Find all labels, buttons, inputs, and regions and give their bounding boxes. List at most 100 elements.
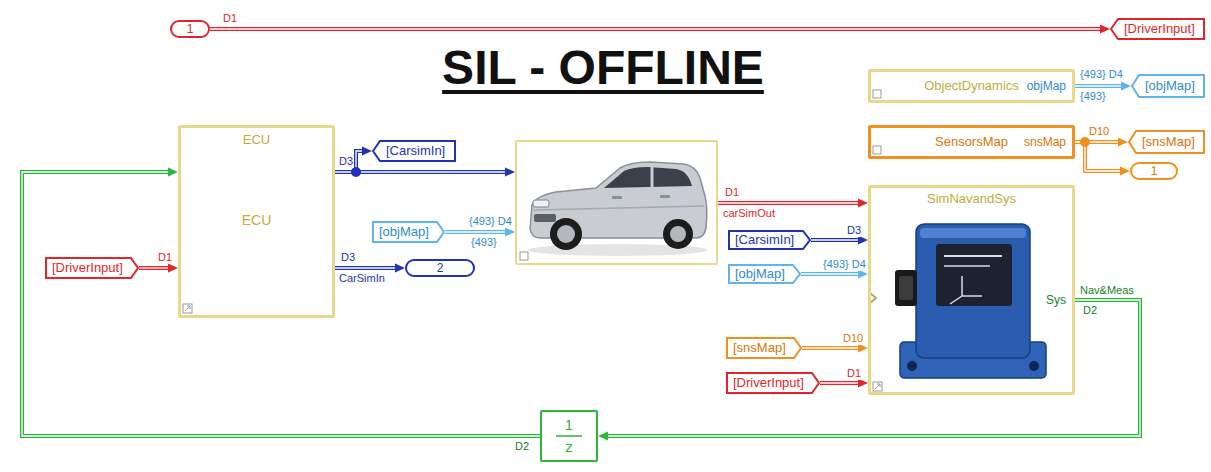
goto-tag: [CarsimIn] bbox=[372, 140, 456, 162]
imu-bevel bbox=[920, 228, 1026, 238]
car-handle bbox=[660, 195, 670, 198]
signal-annotation: carSimOut bbox=[722, 207, 776, 220]
port-label: snsMap bbox=[1024, 134, 1066, 150]
imu-connector-pins bbox=[899, 276, 913, 300]
imu-plate-line bbox=[944, 265, 990, 267]
signal-label: D1 bbox=[157, 251, 173, 264]
car-rim bbox=[557, 225, 575, 243]
imu-axes bbox=[950, 276, 982, 304]
signal-label: D10 bbox=[1088, 125, 1110, 138]
from-tag: [snsMap] bbox=[726, 337, 802, 359]
tag-shape bbox=[1132, 75, 1204, 97]
imu-hole bbox=[907, 361, 917, 371]
port-label: objMap bbox=[1027, 78, 1066, 94]
branch-dot bbox=[351, 167, 361, 177]
from-tag: [objMap] bbox=[372, 221, 445, 243]
car-block bbox=[515, 140, 718, 265]
signal-line bbox=[335, 170, 510, 174]
tag-shape bbox=[373, 141, 455, 161]
signal-line bbox=[1075, 142, 1125, 171]
signal-annotation: D2 bbox=[1082, 304, 1098, 317]
bus-line-inner bbox=[445, 231, 505, 232]
signal-connector bbox=[335, 172, 510, 173]
branch-dot bbox=[1080, 137, 1090, 147]
signal-annotation: CarSimIn bbox=[338, 272, 386, 285]
tag-label: [CarsimIn] bbox=[386, 140, 445, 162]
subsystem-block: SimNavandSysSys bbox=[868, 185, 1075, 395]
car-wheel bbox=[663, 219, 693, 249]
from-tag: [objMap] bbox=[728, 264, 801, 284]
tag-label: [objMap] bbox=[379, 221, 429, 243]
imu-plate bbox=[936, 244, 1012, 306]
inport-block: 1 bbox=[170, 20, 210, 38]
car-wheel bbox=[550, 218, 582, 250]
port-shape bbox=[1131, 163, 1177, 179]
fraction-bar bbox=[556, 435, 582, 437]
bus-line-inner bbox=[811, 239, 858, 240]
from-tag: [DriverInput] bbox=[45, 257, 139, 279]
signal-line bbox=[811, 238, 863, 242]
tag-shape bbox=[729, 231, 810, 249]
signal-connector bbox=[820, 383, 863, 384]
signal-line bbox=[802, 346, 863, 350]
signal-line bbox=[139, 266, 173, 270]
diagram-title: SIL - OFFLINE bbox=[0, 40, 1206, 96]
signal-label: D1 bbox=[222, 12, 238, 25]
signal-connector bbox=[801, 274, 863, 275]
signal-line bbox=[335, 266, 400, 270]
signal-connector bbox=[139, 268, 173, 269]
bus-line-inner bbox=[210, 28, 1100, 29]
signal-connector bbox=[210, 29, 1105, 30]
tag-shape bbox=[729, 265, 800, 283]
port-number: 1 bbox=[170, 20, 210, 38]
signal-connector bbox=[718, 203, 863, 204]
car-pillar bbox=[651, 167, 654, 187]
car-rim bbox=[670, 226, 686, 242]
car-headlight bbox=[533, 200, 549, 207]
signal-label: {493} D4 bbox=[822, 258, 867, 271]
car-handle bbox=[612, 196, 622, 199]
bus-line-inner bbox=[802, 347, 858, 348]
bus-line-inner bbox=[608, 300, 1140, 436]
goto-tag: [DriverInput] bbox=[1110, 18, 1205, 40]
block-title: ECU bbox=[181, 132, 332, 148]
imu-hole bbox=[1029, 361, 1039, 371]
signal-connector bbox=[802, 348, 863, 349]
signal-connector bbox=[445, 232, 510, 233]
car-crease bbox=[534, 206, 704, 210]
port-shape bbox=[171, 21, 209, 37]
goto-tag: [snsMap] bbox=[1128, 130, 1205, 154]
signal-label: D1 bbox=[846, 367, 862, 380]
signal-connector bbox=[1075, 86, 1126, 87]
signal-line bbox=[22, 172, 540, 436]
signal-label: D3 bbox=[340, 251, 356, 264]
from-tag: [CarsimIn] bbox=[728, 230, 811, 250]
signal-line bbox=[445, 230, 510, 234]
tag-shape bbox=[727, 338, 801, 358]
signal-label: Nav&Meas bbox=[1079, 284, 1135, 297]
bus-line-inner bbox=[139, 267, 168, 268]
signal-line bbox=[718, 201, 863, 205]
signal-line bbox=[820, 381, 863, 385]
signal-connector bbox=[811, 240, 863, 241]
signal-annotation: {493} bbox=[470, 236, 498, 249]
port-number: 1 bbox=[1130, 162, 1178, 180]
port-label: Sys bbox=[1046, 292, 1066, 308]
imu-housing bbox=[916, 224, 1030, 358]
subsystem-block: SensorsMapsnsMap bbox=[868, 125, 1075, 159]
bus-line-inner bbox=[335, 267, 395, 268]
signal-annotation: {493} bbox=[1079, 90, 1107, 103]
tag-label: [snsMap] bbox=[1142, 130, 1195, 154]
signal-connector bbox=[335, 268, 400, 269]
imu-illustration bbox=[895, 224, 1046, 378]
subsystem-icon bbox=[183, 90, 882, 391]
tag-label: [CarsimIn] bbox=[735, 230, 794, 250]
tag-label: [DriverInput] bbox=[52, 257, 123, 279]
tag-shape bbox=[1129, 131, 1204, 153]
signal-label: D10 bbox=[842, 332, 864, 345]
goto-tag: [objMap] bbox=[1131, 74, 1205, 98]
tag-label: [snsMap] bbox=[733, 337, 786, 359]
signal-line bbox=[1075, 84, 1126, 88]
signal-connector bbox=[1075, 142, 1125, 171]
delay-numerator: 1 bbox=[542, 417, 596, 433]
